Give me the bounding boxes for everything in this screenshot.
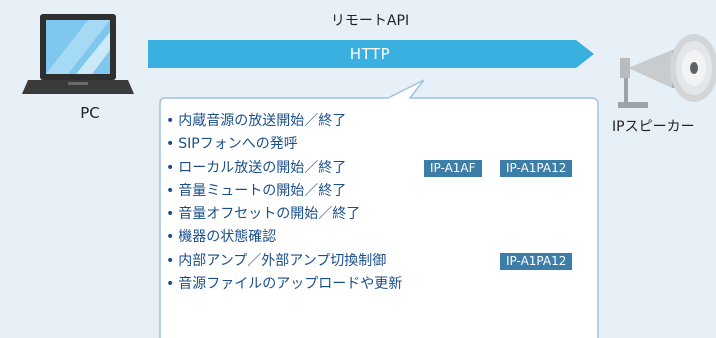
laptop-icon [22, 14, 134, 94]
feature-item: •音源ファイルのアップロードや更新 [166, 273, 402, 296]
model-tag: IP-A1AF [424, 159, 482, 177]
remote-api-label: リモートAPI [330, 13, 410, 29]
feature-text: 機器の状態確認 [178, 229, 277, 246]
feature-item: •内部アンプ／外部アンプ切換制御 IP-A1PA12 [166, 250, 573, 273]
feature-text: 音量オフセットの開始／終了 [178, 206, 361, 223]
model-tag: IP-A1PA12 [500, 159, 573, 177]
bullet-icon: • [166, 276, 175, 293]
ip-speaker-label: IPスピーカー [612, 119, 695, 135]
bullet-icon: • [166, 252, 175, 269]
bullet-icon: • [166, 206, 175, 223]
pc-label: PC [80, 104, 100, 122]
feature-item: •ローカル放送の開始／終了 IP-A1AF IP-A1PA12 [166, 157, 573, 180]
feature-item: •内蔵音源の放送開始／終了 [166, 110, 402, 133]
feature-item: •音量ミュートの開始／終了 [166, 180, 402, 203]
feature-text: SIPフォンへの発呼 [178, 136, 298, 153]
feature-text: 内部アンプ／外部アンプ切換制御 [178, 252, 387, 269]
model-tag: IP-A1PA12 [500, 252, 573, 270]
feature-text: ローカル放送の開始／終了 [178, 159, 347, 176]
feature-item: •機器の状態確認 [166, 226, 402, 249]
http-label: HTTP [349, 45, 391, 63]
bullet-icon: • [166, 182, 175, 199]
bullet-icon: • [166, 113, 175, 129]
feature-text: 内蔵音源の放送開始／終了 [178, 113, 347, 129]
bullet-icon: • [166, 136, 175, 153]
feature-text: 音量ミュートの開始／終了 [178, 182, 347, 199]
bullet-icon: • [166, 229, 175, 246]
http-arrow [148, 40, 594, 68]
speaker-icon [618, 34, 716, 108]
feature-callout-box [159, 79, 599, 338]
bullet-icon: • [166, 159, 175, 176]
feature-item: •SIPフォンへの発呼 [166, 133, 402, 156]
feature-text: 音源ファイルのアップロードや更新 [178, 276, 403, 293]
feature-item: •音量オフセットの開始／終了 [166, 203, 402, 226]
